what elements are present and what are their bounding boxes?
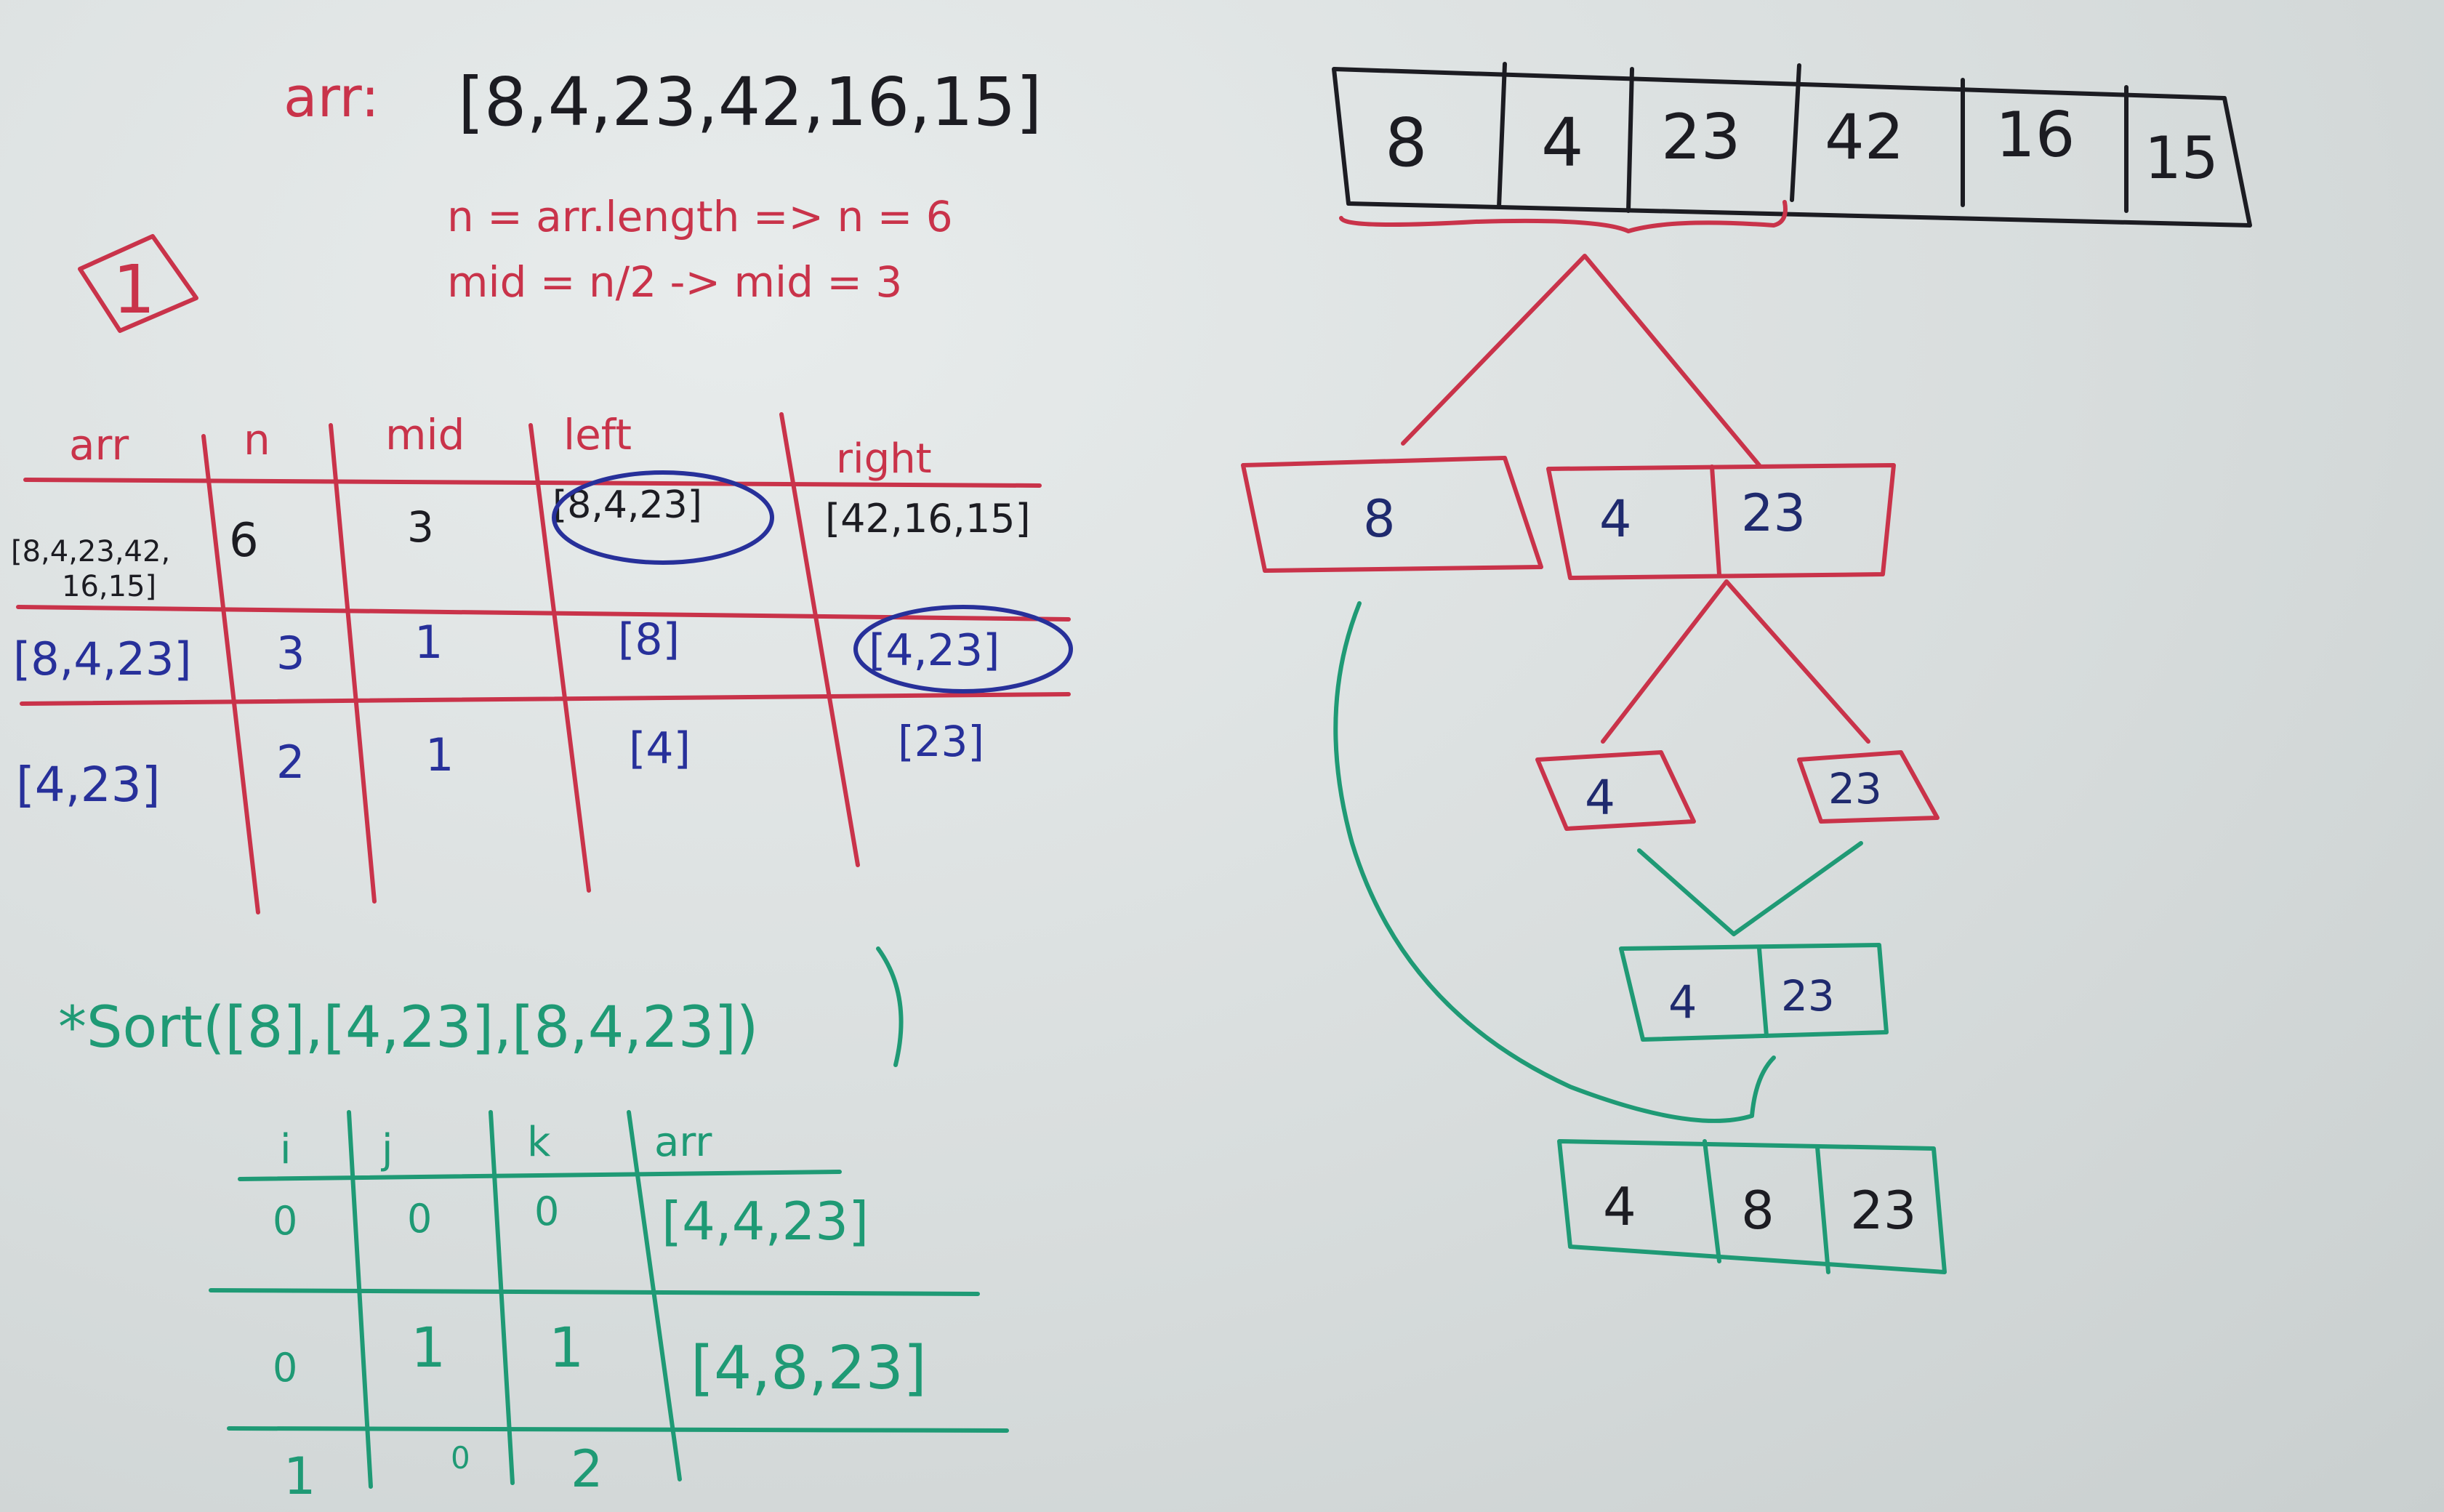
merged-pair-box bbox=[1619, 943, 1889, 1042]
step-number: 1 bbox=[113, 251, 156, 329]
merge-r1-j: 1 bbox=[411, 1315, 446, 1380]
split-branch-1 bbox=[1401, 254, 1761, 467]
split-r0-mid: 3 bbox=[407, 502, 434, 552]
merge-r0-i: 0 bbox=[273, 1198, 297, 1244]
merge-r0-k: 0 bbox=[534, 1189, 559, 1234]
split-r1-mid: 1 bbox=[414, 616, 443, 669]
split-r1-left: [8] bbox=[618, 614, 680, 665]
left-child-value: 8 bbox=[1363, 489, 1396, 549]
split-r0-n: 6 bbox=[229, 514, 259, 568]
merge-r2-i: 1 bbox=[284, 1447, 316, 1506]
split-branch-2 bbox=[1601, 579, 1870, 744]
merge-r0-arr: [4,4,23] bbox=[662, 1191, 869, 1252]
merge-header-arr: arr bbox=[654, 1119, 712, 1166]
top-array-cell-5: 15 bbox=[2144, 124, 2219, 192]
merged-final-cell-1: 8 bbox=[1741, 1180, 1774, 1241]
merge-r2-k: 2 bbox=[571, 1439, 603, 1499]
split-table bbox=[16, 412, 1071, 914]
sort-call-paren bbox=[876, 946, 904, 1067]
split-r1-right: [4,23] bbox=[869, 625, 1000, 676]
sort-call: *Sort([8],[4,23],[8,4,23]) bbox=[58, 995, 758, 1061]
split-r2-right: [23] bbox=[898, 717, 984, 766]
split-r1-n: 3 bbox=[276, 627, 305, 680]
left-half-brace bbox=[1339, 200, 1788, 233]
merged-pair-cell-0: 4 bbox=[1668, 976, 1697, 1029]
merge-header-k: k bbox=[527, 1119, 551, 1166]
merge-r1-i: 0 bbox=[273, 1345, 297, 1391]
top-array-cell-1: 4 bbox=[1541, 104, 1584, 182]
merge-header-i: i bbox=[280, 1126, 292, 1173]
merge-table bbox=[209, 1110, 1009, 1489]
merge-arrow-2 bbox=[1333, 601, 1776, 1123]
top-array-cell-4: 16 bbox=[1995, 99, 2075, 172]
top-array-cell-3: 42 bbox=[1825, 101, 1904, 174]
merged-final-box bbox=[1557, 1139, 1947, 1274]
merge-arrow-1 bbox=[1637, 841, 1863, 936]
split-header-arr: arr bbox=[69, 420, 129, 470]
split-r0-arr-cont: 16,15] bbox=[62, 570, 156, 603]
merge-header-j: j bbox=[380, 1126, 393, 1173]
split-r2-mid: 1 bbox=[425, 728, 454, 781]
top-array-box bbox=[1332, 67, 2252, 228]
leaf-right-box bbox=[1797, 750, 1939, 824]
arr-label: arr: bbox=[284, 65, 379, 129]
right-child-box bbox=[1546, 463, 1896, 580]
step-box bbox=[78, 234, 198, 333]
right-circle bbox=[853, 605, 1073, 693]
merged-final-cell-2: 23 bbox=[1850, 1180, 1917, 1241]
merged-pair-cell-1: 23 bbox=[1781, 971, 1835, 1021]
split-r2-left: [4] bbox=[629, 723, 691, 774]
n-formula: n = arr.length => n = 6 bbox=[447, 192, 953, 241]
split-r0-right: [42,16,15] bbox=[825, 496, 1031, 542]
merge-r0-j: 0 bbox=[407, 1196, 432, 1242]
left-child-box bbox=[1241, 456, 1543, 573]
left-circle bbox=[552, 470, 774, 565]
leaf-left-value: 4 bbox=[1585, 770, 1615, 826]
merged-final-cell-0: 4 bbox=[1603, 1176, 1636, 1237]
split-r0-arr: [8,4,23,42, bbox=[11, 535, 170, 568]
split-r1-arr: [8,4,23] bbox=[13, 632, 192, 685]
split-header-mid: mid bbox=[385, 410, 465, 459]
top-array-cell-0: 8 bbox=[1385, 104, 1428, 182]
leaf-right-value: 23 bbox=[1828, 764, 1882, 813]
split-r2-arr: [4,23] bbox=[16, 757, 160, 813]
right-child-cell-1: 23 bbox=[1741, 483, 1806, 543]
merge-r1-arr: [4,8,23] bbox=[691, 1334, 927, 1403]
split-header-left: left bbox=[563, 410, 632, 459]
split-r2-n: 2 bbox=[276, 736, 305, 789]
split-header-n: n bbox=[244, 415, 270, 465]
merge-r1-k: 1 bbox=[549, 1315, 584, 1380]
mid-formula: mid = n/2 -> mid = 3 bbox=[447, 257, 902, 307]
right-child-cell-0: 4 bbox=[1599, 489, 1632, 549]
split-header-right: right bbox=[836, 435, 932, 483]
merge-r2-j: 0 bbox=[451, 1440, 470, 1476]
top-array-cell-2: 23 bbox=[1661, 101, 1740, 174]
leaf-left-box bbox=[1535, 750, 1696, 831]
arr-value: [8,4,23,42,16,15] bbox=[458, 63, 1042, 141]
